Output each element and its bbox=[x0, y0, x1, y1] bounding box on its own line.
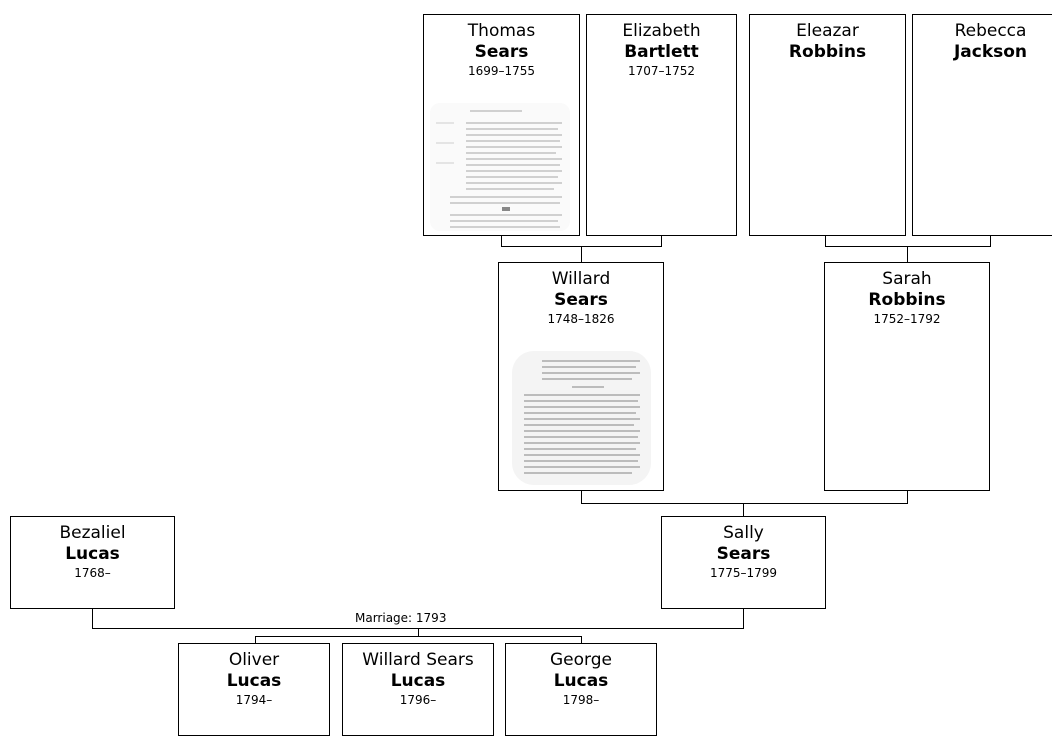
given-name: Willard bbox=[551, 269, 611, 289]
given-name: Sarah bbox=[882, 269, 932, 289]
life-dates: 1768– bbox=[74, 566, 111, 580]
surname: Robbins bbox=[868, 290, 946, 310]
person-card-oliver-lucas[interactable]: Oliver Lucas 1794– bbox=[178, 643, 330, 736]
given-name: Bezaliel bbox=[59, 523, 126, 543]
life-dates: 1699–1755 bbox=[467, 64, 536, 78]
given-name: Sally bbox=[723, 523, 764, 543]
connector-sears-parents bbox=[501, 236, 662, 262]
marriage-label: Marriage: 1793 bbox=[352, 611, 450, 625]
surname: Jackson bbox=[953, 42, 1028, 62]
surname: Sears bbox=[474, 42, 529, 62]
given-name: Elizabeth bbox=[622, 21, 701, 41]
given-name: Thomas bbox=[467, 21, 536, 41]
person-card-sally-sears[interactable]: Sally Sears 1775–1799 bbox=[661, 516, 826, 609]
document-page-icon bbox=[512, 351, 651, 485]
surname: Robbins bbox=[788, 42, 867, 62]
person-card-willard-sears-lucas[interactable]: Willard Sears Lucas 1796– bbox=[342, 643, 494, 736]
connector-sally-parents bbox=[581, 491, 908, 516]
document-thumbnail[interactable] bbox=[430, 103, 570, 231]
surname: Sears bbox=[554, 290, 608, 310]
document-thumbnail[interactable] bbox=[512, 351, 651, 485]
surname: Bartlett bbox=[624, 42, 699, 62]
surname: Lucas bbox=[553, 671, 609, 691]
surname: Lucas bbox=[65, 544, 120, 564]
given-name: Willard Sears bbox=[362, 650, 474, 670]
life-dates: 1794– bbox=[235, 693, 273, 707]
life-dates: 1707–1752 bbox=[627, 64, 696, 78]
life-dates: 1752–1792 bbox=[873, 312, 941, 326]
connector-lucas-marriage bbox=[92, 609, 744, 643]
person-card-rebecca-jackson[interactable]: Rebecca Jackson bbox=[912, 14, 1052, 236]
surname: Lucas bbox=[226, 671, 282, 691]
person-card-thomas-sears[interactable]: Thomas Sears 1699–1755 bbox=[423, 14, 580, 236]
person-card-elizabeth-bartlett[interactable]: Elizabeth Bartlett 1707–1752 bbox=[586, 14, 737, 236]
given-name: Oliver bbox=[228, 650, 280, 670]
given-name: Eleazar bbox=[796, 21, 859, 41]
given-name: George bbox=[550, 650, 612, 670]
life-dates: 1796– bbox=[399, 693, 437, 707]
surname: Lucas bbox=[390, 671, 446, 691]
connector-robbins-parents bbox=[825, 236, 991, 262]
given-name: Rebecca bbox=[954, 21, 1027, 41]
surname: Sears bbox=[716, 544, 771, 564]
person-card-bezaliel-lucas[interactable]: Bezaliel Lucas 1768– bbox=[10, 516, 175, 609]
person-card-sarah-robbins[interactable]: Sarah Robbins 1752–1792 bbox=[824, 262, 990, 491]
person-card-george-lucas[interactable]: George Lucas 1798– bbox=[505, 643, 657, 736]
life-dates: 1775–1799 bbox=[709, 566, 778, 580]
person-card-willard-sears[interactable]: Willard Sears 1748–1826 bbox=[498, 262, 664, 491]
person-card-eleazar-robbins[interactable]: Eleazar Robbins bbox=[749, 14, 906, 236]
document-page-icon bbox=[430, 103, 570, 231]
life-dates: 1798– bbox=[562, 693, 600, 707]
life-dates: 1748–1826 bbox=[547, 312, 615, 326]
